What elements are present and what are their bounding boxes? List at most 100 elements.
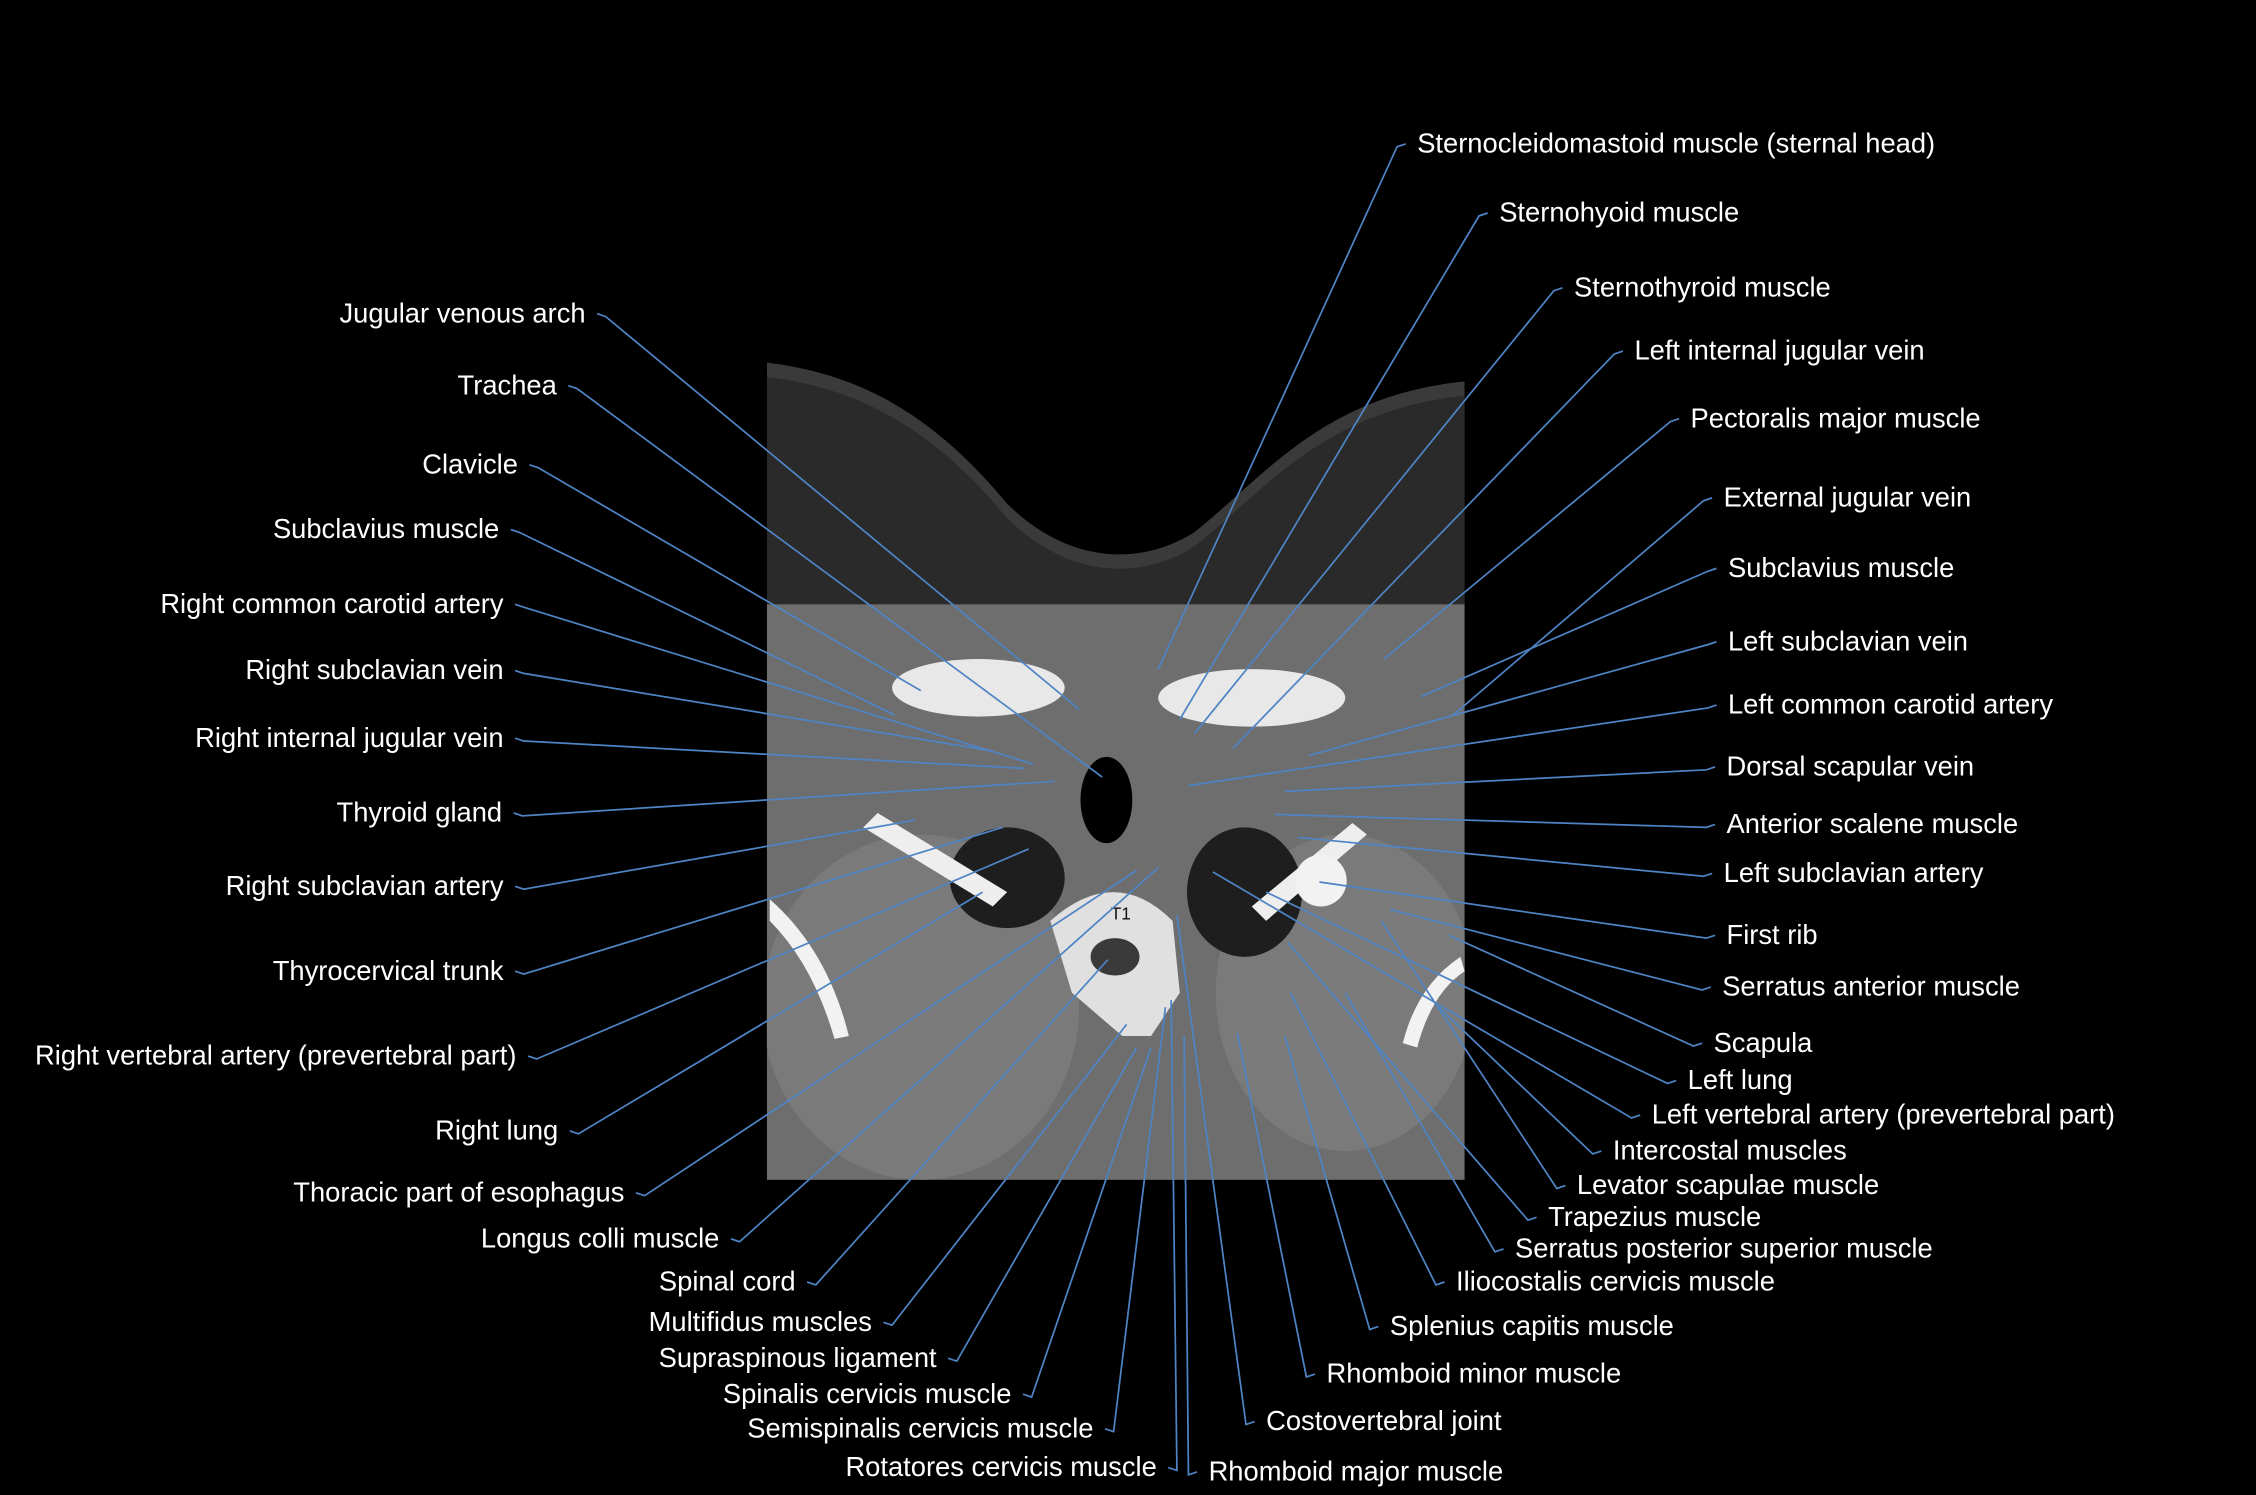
leader-external-jugular-vein: [1452, 497, 1713, 716]
leader-longus-colli-muscle: [730, 866, 1159, 1243]
leader-rhomboid-minor-muscle: [1236, 1032, 1316, 1379]
leader-left-common-carotid-artery: [1188, 704, 1717, 787]
leader-thyroid-gland: [513, 780, 1055, 817]
label-left-vertebral-artery-prevertebral-part: Left vertebral artery (prevertebral part…: [1652, 1099, 2115, 1130]
leader-sternothyroid-muscle: [1193, 286, 1563, 735]
label-right-internal-jugular-vein: Right internal jugular vein: [195, 722, 503, 753]
leader-left-subclavian-vein: [1309, 640, 1717, 757]
label-right-vertebral-artery-prevertebral-part: Right vertebral artery (prevertebral par…: [35, 1040, 516, 1071]
label-semispinalis-cervicis-muscle: Semispinalis cervicis muscle: [747, 1412, 1093, 1443]
leader-right-vertebral-artery-prevertebral-part: [527, 848, 1030, 1060]
label-jugular-venous-arch: Jugular venous arch: [339, 297, 585, 328]
leader-spinalis-cervicis-muscle: [1022, 1047, 1152, 1399]
leader-right-common-carotid-artery: [514, 603, 1034, 765]
anatomy-labels: Jugular venous archTracheaClavicleSubcla…: [35, 128, 2115, 1487]
leader-semispinalis-cervicis-muscle: [1104, 1007, 1167, 1433]
label-sternocleidomastoid-muscle-sternal-head: Sternocleidomastoid muscle (sternal head…: [1417, 128, 1935, 159]
label-trachea: Trachea: [458, 369, 558, 400]
label-dorsal-scapular-vein: Dorsal scapular vein: [1727, 751, 1975, 782]
leader-subclavius-muscle: [1421, 567, 1717, 698]
label-external-jugular-vein: External jugular vein: [1724, 482, 1972, 513]
leader-clavicle: [529, 463, 922, 692]
leader-right-subclavian-artery: [514, 819, 916, 891]
label-spinalis-cervicis-muscle: Spinalis cervicis muscle: [723, 1378, 1012, 1409]
leader-thyrocervical-trunk: [514, 826, 1004, 976]
leader-serratus-anterior-muscle: [1389, 908, 1711, 991]
label-anterior-scalene-muscle: Anterior scalene muscle: [1727, 808, 2019, 839]
leader-lines: [510, 143, 1717, 1476]
leader-splenius-capitis-muscle: [1283, 1035, 1379, 1331]
label-sternothyroid-muscle: Sternothyroid muscle: [1574, 271, 1831, 302]
left-clavicle: [1158, 669, 1346, 727]
label-subclavius-muscle: Subclavius muscle: [1728, 552, 1954, 583]
label-serratus-anterior-muscle: Serratus anterior muscle: [1722, 971, 2020, 1002]
label-left-subclavian-artery: Left subclavian artery: [1724, 857, 1984, 888]
label-trapezius-muscle: Trapezius muscle: [1548, 1201, 1761, 1232]
label-splenius-capitis-muscle: Splenius capitis muscle: [1390, 1310, 1674, 1341]
label-pectoralis-major-muscle: Pectoralis major muscle: [1691, 402, 1981, 433]
leader-right-lung: [569, 891, 984, 1135]
right-first-rib: [863, 812, 1008, 907]
leader-trapezius-muscle: [1287, 941, 1537, 1222]
label-left-lung: Left lung: [1688, 1064, 1793, 1095]
ct-scan-image: T1: [766, 359, 1465, 1180]
label-clavicle: Clavicle: [422, 448, 518, 479]
label-levator-scapulae-muscle: Levator scapulae muscle: [1577, 1169, 1879, 1200]
label-thoracic-part-of-esophagus: Thoracic part of esophagus: [293, 1176, 624, 1207]
trachea: [1080, 756, 1133, 844]
label-right-subclavian-artery: Right subclavian artery: [226, 870, 504, 901]
label-scapula: Scapula: [1714, 1027, 1814, 1058]
label-costovertebral-joint: Costovertebral joint: [1266, 1405, 1502, 1436]
label-intercostal-muscles: Intercostal muscles: [1613, 1135, 1847, 1166]
label-first-rib: First rib: [1727, 919, 1818, 950]
label-right-common-carotid-artery: Right common carotid artery: [160, 588, 504, 619]
leader-iliocostalis-cervicis-muscle: [1289, 992, 1445, 1286]
leader-multifidus-muscles: [883, 1023, 1128, 1327]
left-scapula-bone: [1294, 854, 1347, 907]
label-left-subclavian-vein: Left subclavian vein: [1728, 625, 1968, 656]
leader-sternohyoid-muscle: [1179, 212, 1488, 720]
leader-scapula: [1448, 934, 1703, 1047]
label-longus-colli-muscle: Longus colli muscle: [481, 1222, 719, 1253]
leader-trachea: [568, 384, 1103, 778]
leader-right-internal-jugular-vein: [514, 737, 1025, 770]
right-scapula: [769, 899, 849, 1039]
leader-anterior-scalene-muscle: [1274, 813, 1716, 829]
label-left-common-carotid-artery: Left common carotid artery: [1728, 689, 2053, 720]
leader-pectoralis-major-muscle: [1383, 417, 1680, 660]
label-spinal-cord: Spinal cord: [659, 1266, 796, 1297]
leader-costovertebral-joint: [1176, 915, 1255, 1426]
label-serratus-posterior-superior-muscle: Serratus posterior superior muscle: [1515, 1233, 1933, 1264]
leader-left-subclavian-artery: [1297, 836, 1713, 878]
label-iliocostalis-cervicis-muscle: Iliocostalis cervicis muscle: [1456, 1266, 1775, 1297]
label-right-subclavian-vein: Right subclavian vein: [245, 654, 503, 685]
subcutaneous-fat: [766, 377, 1465, 605]
label-thyrocervical-trunk: Thyrocervical trunk: [273, 955, 504, 986]
leader-left-vertebral-artery-prevertebral-part: [1212, 871, 1641, 1119]
leader-sternocleidomastoid-muscle-sternal-head: [1157, 143, 1406, 670]
leader-right-subclavian-vein: [514, 669, 993, 752]
leader-levator-scapulae-muscle: [1380, 920, 1566, 1190]
label-sternohyoid-muscle: Sternohyoid muscle: [1499, 197, 1739, 228]
label-rhomboid-major-muscle: Rhomboid major muscle: [1209, 1456, 1504, 1487]
leader-jugular-venous-arch: [596, 312, 1080, 711]
label-thyroid-gland: Thyroid gland: [337, 797, 503, 828]
leader-left-lung: [1265, 891, 1677, 1085]
leader-rotatores-cervicis-muscle: [1168, 999, 1178, 1472]
leader-spinal-cord: [806, 959, 1109, 1286]
leader-left-internal-jugular-vein: [1232, 350, 1624, 749]
label-rhomboid-minor-muscle: Rhomboid minor muscle: [1327, 1358, 1622, 1389]
label-supraspinous-ligament: Supraspinous ligament: [659, 1342, 937, 1373]
label-subclavius-muscle: Subclavius muscle: [273, 513, 499, 544]
right-clavicle: [892, 659, 1065, 717]
label-multifidus-muscles: Multifidus muscles: [649, 1306, 872, 1337]
label-right-lung: Right lung: [435, 1115, 558, 1146]
leader-first-rib: [1319, 881, 1716, 940]
leader-rhomboid-major-muscle: [1183, 1035, 1198, 1476]
leader-supraspinous-ligament: [947, 1047, 1138, 1363]
label-left-internal-jugular-vein: Left internal jugular vein: [1634, 335, 1924, 366]
leader-subclavius-muscle: [510, 528, 896, 716]
leader-serratus-posterior-superior-muscle: [1344, 992, 1504, 1253]
vertebra-label: T1: [1111, 903, 1131, 923]
